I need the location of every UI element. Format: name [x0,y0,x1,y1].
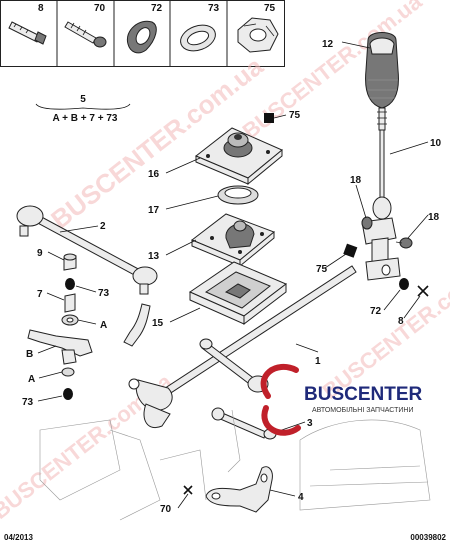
callout-3: 3 [307,418,313,429]
callout-labels: 12 10 75 16 17 13 15 2 9 7 73 A B A 73 1… [22,39,442,515]
callout-9: 9 [37,248,43,259]
shift-rod-1 [128,265,357,428]
brand-logo: BUSCENTER АВТОМОБІЛЬНІ ЗАПЧАСТИНИ [260,363,423,436]
nut-75-marker [264,113,274,123]
callout-10: 10 [430,138,442,149]
callout-73: 73 [98,288,110,299]
link-rod-2 [16,205,158,295]
mount-ring-17 [217,185,259,205]
callout-18: 18 [428,212,440,223]
header-parts-strip: 8 70 72 73 75 [0,0,285,67]
circlip-icon [180,24,216,52]
header-part-number: 72 [151,3,163,14]
header-part-number: 75 [264,3,276,14]
circlip-73-marker [65,278,75,290]
brand-swoosh-icon [260,363,299,399]
lever-bolts [361,216,413,249]
gear-lever-rod [361,107,397,263]
grommet-72-marker [399,278,409,290]
brand-subtitle: АВТОМОБІЛЬНІ ЗАПЧАСТИНИ [312,407,413,414]
left-small-parts [27,253,93,400]
nut-75-marker [343,243,358,258]
formula-expression: A + B + 7 + 73 [53,113,118,124]
callout-16: 16 [148,169,160,180]
gear-knob [365,32,399,109]
footer-diagram-code: 00039802 [410,533,446,542]
callout-A: A [28,374,35,385]
callout-13: 13 [148,251,160,262]
rubber-grommet-icon [126,20,157,54]
kit-formula: 5 A + B + 7 + 73 [35,94,131,124]
callout-4: 4 [298,492,304,503]
header-part-number: 70 [94,3,106,14]
circlip-73-marker [63,388,73,400]
formula-number: 5 [80,94,86,105]
callout-12: 12 [322,39,334,50]
callout-B: B [26,349,33,360]
bracket-4 [205,466,273,513]
brand-name: BUSCENTER [304,384,423,405]
bolt-icon [8,21,47,45]
header-part-number: 8 [38,3,44,14]
callout-75: 75 [316,264,328,275]
callout-72: 72 [370,306,382,317]
callout-1: 1 [315,356,321,367]
callout-75: 75 [289,110,301,121]
lever-bracket [343,243,409,290]
mount-16 [195,113,283,186]
header-part-number: 73 [208,3,220,14]
nut-icon [237,17,279,53]
callout-8: 8 [398,316,404,327]
callout-A: A [100,320,107,331]
callout-70: 70 [160,504,172,515]
callout-15: 15 [152,318,164,329]
mount-13 [191,213,275,268]
mount-base-15 [123,261,287,347]
footer-date: 04/2013 [4,533,33,542]
background-outlines [39,409,431,521]
callout-73: 73 [22,397,34,408]
callout-2: 2 [100,221,106,232]
callout-18: 18 [350,175,362,186]
callout-17: 17 [148,205,160,216]
screw-icon [64,21,107,48]
cross-markers [183,285,429,495]
callout-7: 7 [37,289,43,300]
